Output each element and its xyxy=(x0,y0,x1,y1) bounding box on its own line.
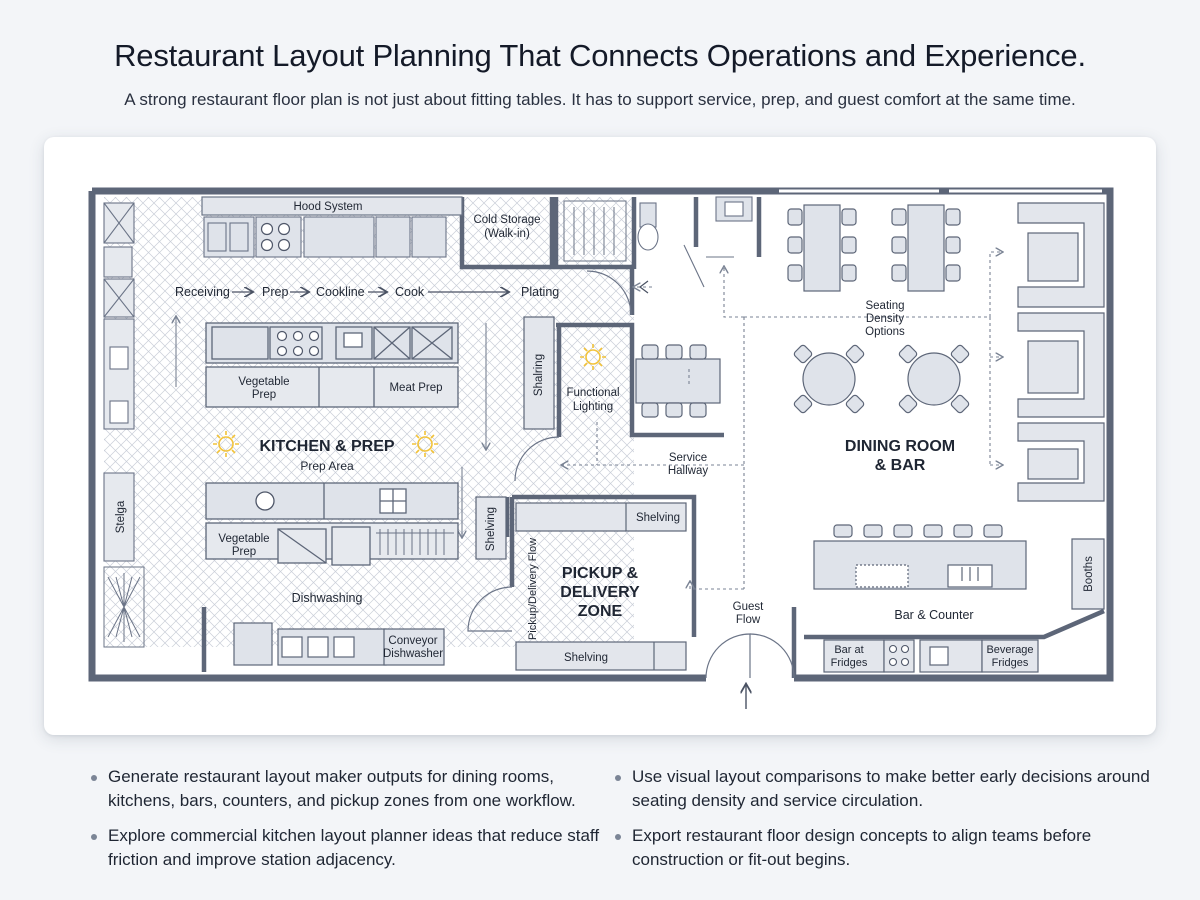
beverage-fridges-label-2: Fridges xyxy=(992,657,1029,669)
light-icon xyxy=(412,431,438,457)
floor-plan: Hood System Cold Storage (Walk-in) xyxy=(88,187,1114,709)
service-hallway-label: Service xyxy=(669,452,707,464)
walk-in-shelving xyxy=(563,200,627,262)
storage-rack xyxy=(103,566,145,648)
dining-room-label: DINING ROOM xyxy=(845,438,955,455)
light-icon xyxy=(213,431,239,457)
exterior-walls xyxy=(88,187,1114,682)
seating-density-label-3: Options xyxy=(865,326,905,338)
service-hallway-label-2: Hallway xyxy=(668,465,709,477)
stove-burners-island xyxy=(276,330,320,357)
drying-rack xyxy=(376,529,454,555)
guest-flow-label-2: Flow xyxy=(736,614,761,626)
guest-flow-label: Guest xyxy=(733,601,764,613)
functional-lighting-label: Functional xyxy=(566,387,619,399)
dishwashing-label: Dishwashing xyxy=(292,591,363,605)
page-subtitle: A strong restaurant floor plan is not ju… xyxy=(124,90,1076,109)
flow-receiving: Receiving xyxy=(175,285,230,299)
vegetable-prep-b-label-2: Prep xyxy=(232,546,256,558)
flow-plating: Plating xyxy=(521,285,559,299)
cookline-appliances xyxy=(203,216,447,258)
round-table xyxy=(898,344,970,414)
dining-room-label-2: & BAR xyxy=(875,457,926,474)
list-item: Export restaurant floor design concepts … xyxy=(614,824,1154,872)
lower-prep-island xyxy=(205,482,459,520)
seating-density-label-2: Density xyxy=(866,313,905,325)
list-item: Generate restaurant layout maker outputs… xyxy=(90,765,610,813)
floor-plan-card: Hood System Cold Storage (Walk-in) xyxy=(44,137,1156,735)
feature-list-right: Use visual layout comparisons to make be… xyxy=(614,765,1154,883)
interior-walls xyxy=(201,197,797,678)
walk-in-label: (Walk-in) xyxy=(484,228,530,240)
flow-cook: Cook xyxy=(395,285,425,299)
shelving-pickup-bottom-label: Shelving xyxy=(564,652,608,664)
pickup-shelving xyxy=(515,502,687,671)
conveyor-label: Conveyor xyxy=(388,635,437,647)
shelving-pickup-top-label: Shelving xyxy=(636,512,680,524)
vegetable-prep-label-2: Prep xyxy=(252,389,276,401)
back-bar xyxy=(823,639,1039,673)
kitchen-prep-label: KITCHEN & PREP xyxy=(259,438,394,455)
pickup-zone-label-2: DELIVERY xyxy=(560,584,640,601)
pickup-flow-label: Pickup/Delivery Flow xyxy=(527,538,539,640)
vegetable-prep-label: Vegetable xyxy=(238,376,289,388)
table-small xyxy=(635,344,721,418)
beverage-fridges-label: Beverage xyxy=(986,644,1033,656)
bar-back-wall xyxy=(804,608,1105,640)
functional-lighting-label-2: Lighting xyxy=(573,401,613,413)
shelving-unit xyxy=(475,496,507,560)
left-wall-fixtures xyxy=(103,202,135,562)
storage-label: Stelga xyxy=(115,500,127,533)
bar-counter xyxy=(813,524,1027,590)
prep-area-label: Prep Area xyxy=(300,459,354,473)
prep-counter-top xyxy=(205,366,459,408)
dishwasher-label: Dishwasher xyxy=(383,648,443,660)
shelving-label: Shalring xyxy=(533,354,545,396)
vegetable-prep-b-label: Vegetable xyxy=(218,533,269,545)
round-table xyxy=(793,344,865,414)
hood-system xyxy=(201,196,463,216)
list-item: Explore commercial kitchen layout planne… xyxy=(90,824,610,872)
doors xyxy=(467,270,795,679)
meat-prep-label: Meat Prep xyxy=(389,382,442,394)
service-path xyxy=(562,252,1002,590)
booths-corner xyxy=(1071,538,1105,610)
page-title: Restaurant Layout Planning That Connects… xyxy=(114,38,1086,73)
hood-system-label: Hood System xyxy=(293,201,362,213)
bar-fridges-label: Bar at xyxy=(834,644,863,656)
bar-counter-label: Bar & Counter xyxy=(894,608,973,622)
bar-fridges-label-2: Fridges xyxy=(831,657,868,669)
back-bar-burners xyxy=(888,644,910,667)
cold-storage-label: Cold Storage xyxy=(473,214,540,226)
shelving-unit xyxy=(523,316,555,430)
flow-cookline: Cookline xyxy=(316,285,365,299)
pickup-zone-label-3: ZONE xyxy=(578,603,623,620)
shelving-mid-label: Shelving xyxy=(485,507,497,551)
light-icon xyxy=(580,344,606,370)
dining-table-rect xyxy=(891,204,961,292)
flow-prep: Prep xyxy=(262,285,288,299)
feature-list-left: Generate restaurant layout maker outputs… xyxy=(90,765,610,883)
pickup-zone-label: PICKUP & xyxy=(562,565,639,582)
list-item: Use visual layout comparisons to make be… xyxy=(614,765,1154,813)
cook-island xyxy=(205,322,459,364)
dishwash-fixtures xyxy=(233,622,445,666)
booth-seating xyxy=(1017,202,1105,502)
restroom-fixtures xyxy=(637,196,753,288)
seating-density-label: Seating xyxy=(865,300,904,312)
stove-burners-top xyxy=(260,222,291,252)
booths-label: Booths xyxy=(1083,556,1095,592)
dish-station xyxy=(205,522,459,566)
dining-table-rect xyxy=(787,204,857,292)
